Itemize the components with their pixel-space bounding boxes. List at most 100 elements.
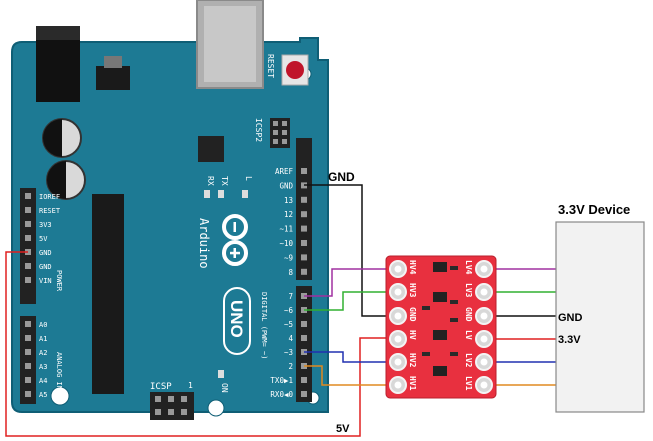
- wire-hv3: [304, 291, 392, 311]
- arduino-logo: [222, 214, 248, 266]
- pin-label: 4: [288, 334, 293, 343]
- arduino-brand: Arduino: [197, 218, 211, 269]
- wire-hv1: [304, 365, 392, 386]
- pin-label: GND: [279, 181, 293, 190]
- digital-header-bottom: [296, 286, 312, 402]
- device-3v3: 3.3V Device: [555, 202, 645, 413]
- header-pin: [25, 221, 31, 227]
- lv-pad-hole: [480, 265, 488, 273]
- pin-label: VIN: [39, 277, 52, 285]
- pin-label: ~3: [284, 348, 293, 357]
- icsp-label: ICSP: [150, 382, 172, 392]
- svg-text:UNO: UNO: [227, 300, 246, 338]
- pin-label: TX0▶1: [270, 376, 293, 385]
- hv-pad-hole: [394, 358, 402, 366]
- usb-chip: [198, 136, 224, 162]
- mount-hole: [207, 399, 225, 417]
- header-pin: [301, 321, 307, 327]
- header-pin: [25, 277, 31, 283]
- lv-label: LV2: [464, 353, 473, 368]
- header-pin: [301, 168, 307, 174]
- pin-label: ~9: [284, 253, 293, 262]
- device-3v3-label: 3.3V: [558, 334, 581, 346]
- wire-gnd-hv: [304, 184, 392, 317]
- header-pin: [25, 235, 31, 241]
- wires: [5, 184, 556, 437]
- lv-pad-hole: [480, 358, 488, 366]
- header-pin: [301, 335, 307, 341]
- device-title: 3.3V Device: [558, 202, 630, 217]
- pin-label: ~6: [284, 306, 294, 315]
- pin-label: 8: [288, 268, 293, 277]
- header-pin: [301, 377, 307, 383]
- mount-hole: [50, 386, 70, 406]
- uno-logo: UNO: [223, 287, 251, 355]
- header-pin: [25, 207, 31, 213]
- pin-label: RESET: [39, 207, 61, 215]
- pin-label: 13: [284, 196, 293, 205]
- analog-header: [20, 316, 36, 404]
- lv-label: GND: [464, 307, 473, 322]
- pin-label: GND: [39, 263, 52, 271]
- atmega-chip: [92, 194, 124, 394]
- lv-pad-hole: [480, 381, 488, 389]
- pin-label: RX0◀0: [270, 390, 293, 399]
- mosfet: [433, 366, 447, 376]
- header-pin: [25, 377, 31, 383]
- pin-label: AREF: [275, 167, 294, 176]
- hv-pad-hole: [394, 381, 402, 389]
- lv-label: LV4: [464, 260, 473, 275]
- pin-label: 7: [288, 292, 293, 301]
- header-pin: [301, 391, 307, 397]
- pin-label: 2: [288, 362, 293, 371]
- lv-label: LV: [464, 330, 473, 340]
- icsp2-label: ICSP2: [254, 118, 263, 142]
- pin-label: ~5: [284, 320, 293, 329]
- pin-label: 5V: [39, 235, 48, 243]
- hv-label: HV4: [408, 260, 417, 275]
- tx-label: TX: [220, 176, 229, 186]
- pin-label: A2: [39, 349, 47, 357]
- arduino-board: RESET ICSP2 TX RX L Ar: [11, 0, 329, 420]
- lv-label: LV1: [464, 376, 473, 391]
- wire-hv2: [304, 351, 392, 363]
- header-pin: [25, 363, 31, 369]
- header-pin: [25, 263, 31, 269]
- header-pin: [25, 321, 31, 327]
- voltage-regulator: [96, 66, 130, 90]
- lv-pad-hole: [480, 288, 488, 296]
- reset-label: RESET: [266, 54, 275, 78]
- header-pin: [25, 193, 31, 199]
- pin-label: GND: [39, 249, 52, 257]
- header-pin: [301, 211, 307, 218]
- hv-label: HV2: [408, 353, 417, 368]
- 5v-wire-label: 5V: [336, 423, 350, 435]
- reset-button-cap: [286, 61, 304, 79]
- header-pin: [301, 268, 307, 275]
- header-pin: [301, 196, 307, 203]
- pin-label: ~11: [279, 225, 293, 234]
- icsp-pin1: 1: [188, 381, 193, 390]
- hv-pad-hole: [394, 288, 402, 296]
- rx-label: RX: [206, 176, 215, 186]
- header-pin: [25, 391, 31, 397]
- device-box: [555, 221, 645, 413]
- header-pin: [301, 225, 307, 232]
- pin-label: A5: [39, 391, 47, 399]
- gnd-wire-label: GND: [328, 170, 355, 184]
- digital-label: DIGITAL (PWM= ~): [260, 292, 268, 359]
- pin-label: A4: [39, 377, 47, 385]
- mosfet: [433, 292, 447, 302]
- hv-pad-hole: [394, 312, 402, 320]
- header-pin: [25, 335, 31, 341]
- pin-label: A1: [39, 335, 47, 343]
- header-pin: [301, 254, 307, 261]
- header-pin: [301, 240, 307, 246]
- l-led-label: L: [244, 176, 253, 181]
- wire-hv4: [304, 268, 392, 297]
- power-label: POWER: [55, 270, 63, 292]
- analog-label: ANALOG IN: [55, 352, 63, 390]
- hv-label: HV3: [408, 283, 417, 298]
